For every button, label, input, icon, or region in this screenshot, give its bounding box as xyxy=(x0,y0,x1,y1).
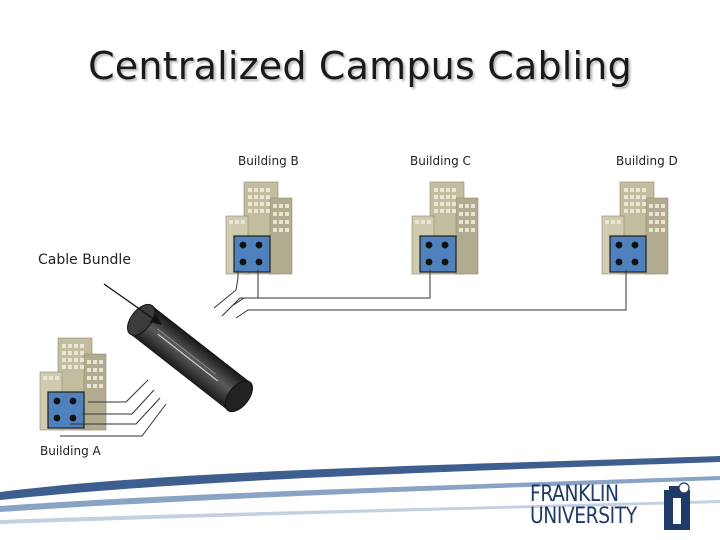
building-a-label: Building A xyxy=(40,444,101,458)
building-c-icon xyxy=(411,181,479,275)
cable-lines xyxy=(60,270,627,437)
building-b-icon xyxy=(225,181,293,275)
building-b-label: Building B xyxy=(238,154,299,168)
logo-line-1: FRANKLIN xyxy=(530,482,619,507)
cable-bundle-icon xyxy=(127,303,253,413)
cable-bundle-arrow xyxy=(103,283,162,325)
footer-swoosh xyxy=(0,456,720,524)
franklin-logo-icon xyxy=(664,482,690,530)
building-d-icon xyxy=(601,181,669,275)
slide-title: Centralized Campus Cabling xyxy=(88,44,632,88)
franklin-university-logo: FRANKLIN UNIVERSITY xyxy=(530,484,680,528)
building-a-icon xyxy=(39,337,107,431)
building-d-label: Building D xyxy=(616,154,678,168)
building-c-label: Building C xyxy=(410,154,471,168)
cable-bundle-label: Cable Bundle xyxy=(38,252,131,268)
logo-line-2: UNIVERSITY xyxy=(530,504,637,529)
